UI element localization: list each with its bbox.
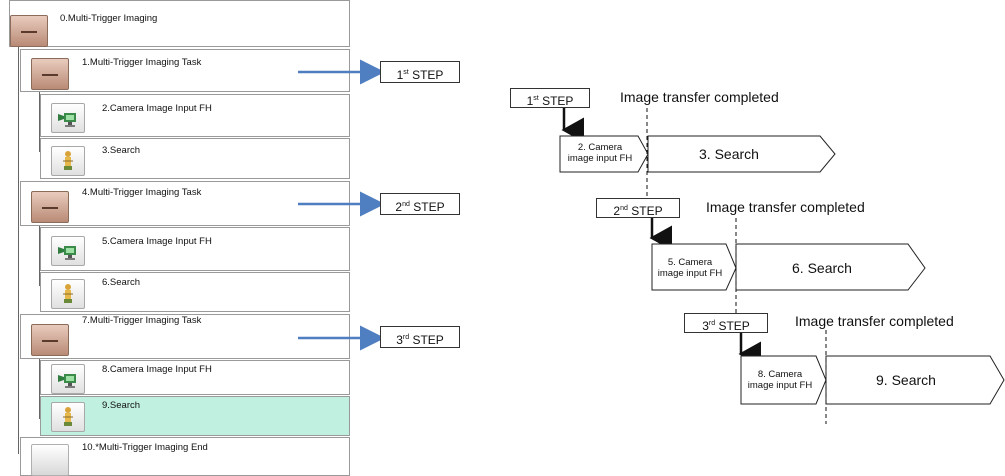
step-word: STEP (413, 200, 445, 214)
flow-item-label: 4.Multi-Trigger Imaging Task (82, 187, 202, 198)
step-num: 3 (702, 319, 709, 333)
step-word: STEP (631, 204, 663, 218)
flow-item-label: 1.Multi-Trigger Imaging Task (82, 57, 202, 68)
transfer-label: Image transfer completed (706, 199, 865, 215)
step-ordinal: nd (620, 205, 628, 212)
search-figure-icon (51, 279, 85, 309)
step-ordinal: nd (402, 201, 410, 208)
tree-connector (39, 355, 40, 419)
search-figure-icon (51, 402, 85, 432)
flow-item-label: 2.Camera Image Input FH (102, 103, 212, 114)
input-chevron (651, 243, 737, 291)
flow-item-end[interactable]: 10.*Multi-Trigger Imaging End (20, 437, 350, 476)
step-ordinal: rd (402, 334, 410, 341)
input-line2: image input FH (567, 153, 633, 164)
step-ordinal: st (403, 69, 409, 76)
task-tile (31, 191, 69, 223)
timing-step-box: 1st STEP (510, 88, 590, 108)
flow-item-task[interactable]: 7.Multi-Trigger Imaging Task (20, 314, 350, 359)
task-tile (31, 58, 69, 90)
flow-item-camera[interactable]: 2.Camera Image Input FH (40, 94, 350, 137)
input-line2: image input FH (747, 380, 813, 391)
timing-step-box: 2nd STEP (596, 198, 680, 218)
camera-input-icon (51, 364, 85, 394)
flow-item-search[interactable]: 3.Search (40, 138, 350, 179)
collapse-minus-icon (42, 207, 58, 209)
flow-item-label: 8.Camera Image Input FH (102, 364, 212, 375)
step-callout: 2nd STEP (380, 193, 460, 215)
input-line2: image input FH (657, 268, 723, 279)
input-chevron (559, 135, 649, 173)
flow-item-search-selected[interactable]: 9.Search (40, 396, 350, 436)
input-line1: 5. Camera (667, 257, 713, 268)
flow-item-search[interactable]: 6.Search (40, 272, 350, 312)
step-word: STEP (718, 319, 750, 333)
search-chevron (647, 135, 836, 173)
step-callout: 1st STEP (380, 61, 460, 83)
flow-item-label: 10.*Multi-Trigger Imaging End (82, 442, 208, 453)
input-line1: 8. Camera (757, 369, 803, 380)
step-num: 2 (395, 200, 403, 214)
flow-item-camera[interactable]: 8.Camera Image Input FH (40, 360, 350, 395)
input-line1: 2. Camera (577, 142, 623, 153)
search-label: 3. Search (699, 146, 759, 162)
step-word: STEP (542, 94, 574, 108)
camera-input-icon (51, 236, 85, 266)
camera-input-icon (51, 103, 85, 133)
task-tile (31, 324, 69, 356)
collapse-minus-icon (42, 74, 58, 76)
flow-tree: 0.Multi-Trigger Imaging 1.Multi-Trigger … (0, 0, 350, 476)
tree-connector (39, 88, 40, 152)
step-ordinal: st (533, 95, 539, 102)
flow-item-label: 9.Search (102, 400, 141, 411)
search-label: 9. Search (876, 372, 936, 388)
step-num: 1 (526, 94, 534, 108)
step-callout: 3rd STEP (380, 326, 460, 348)
step-num: 1 (396, 68, 404, 82)
step-num: 3 (396, 333, 403, 347)
collapse-minus-icon (21, 31, 37, 33)
end-tile (31, 444, 69, 476)
timing-step-box: 3rd STEP (684, 313, 768, 333)
transfer-label: Image transfer completed (795, 313, 954, 329)
tree-connector (39, 222, 40, 286)
collapse-minus-icon (42, 340, 58, 342)
flow-item-label: 3.Search (102, 145, 141, 156)
flow-item-label: 0.Multi-Trigger Imaging (60, 13, 158, 24)
flow-item-label: 6.Search (102, 277, 141, 288)
flow-item-label: 7.Multi-Trigger Imaging Task (82, 315, 202, 326)
search-figure-icon (51, 146, 85, 176)
input-chevron (740, 355, 827, 405)
flow-item-task[interactable]: 4.Multi-Trigger Imaging Task (20, 181, 350, 226)
step-ordinal: rd (708, 320, 716, 327)
flow-item-task[interactable]: 1.Multi-Trigger Imaging Task (20, 49, 350, 92)
transfer-label: Image transfer completed (620, 89, 779, 105)
tree-connector (18, 42, 19, 454)
search-label: 6. Search (792, 260, 852, 276)
flow-item-root[interactable]: 0.Multi-Trigger Imaging (9, 0, 350, 47)
flow-item-camera[interactable]: 5.Camera Image Input FH (40, 227, 350, 271)
step-word: STEP (412, 68, 444, 82)
step-num: 2 (613, 204, 621, 218)
task-tile (10, 15, 48, 47)
flow-item-label: 5.Camera Image Input FH (102, 236, 212, 247)
step-word: STEP (412, 333, 444, 347)
